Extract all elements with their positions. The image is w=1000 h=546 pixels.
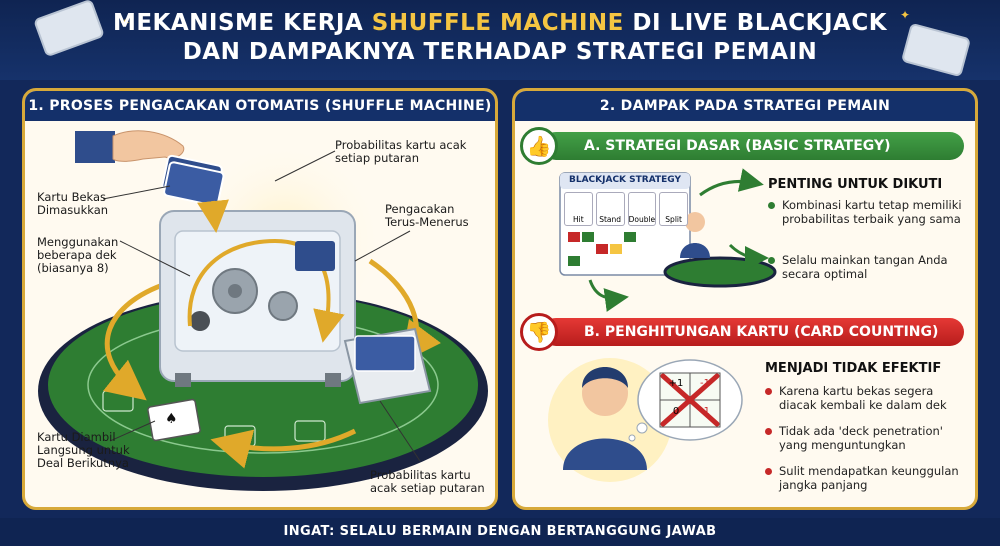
roller	[190, 311, 210, 331]
count-value: 0	[672, 406, 680, 417]
strategy-chart-buttons: Hit Stand Double Split	[564, 192, 688, 226]
header: ✦ ✦ MEKANISME KERJA SHUFFLE MACHINE DI L…	[0, 0, 1000, 80]
svg-text:♠: ♠	[165, 411, 178, 427]
count-value: +1	[668, 378, 684, 389]
page-title-line1: MEKANISME KERJA SHUFFLE MACHINE DI LIVE …	[0, 8, 1000, 38]
important-subtitle: PENTING UNTUK DIKUTI	[768, 177, 943, 192]
basic-bullet: Selalu mainkan tangan Anda secara optima…	[768, 253, 968, 281]
card-stack-inside	[295, 241, 335, 271]
label-prob-top: Probabilitas kartu acak setiap putaran	[335, 138, 467, 165]
machine-foot	[325, 373, 341, 387]
count-value: -1	[700, 378, 710, 389]
label-kartu-diambil: Kartu Diambil Langsung untuk Deal Beriku…	[37, 430, 130, 470]
internal-arrow	[187, 238, 345, 343]
chart-button-double: Double	[627, 192, 657, 226]
insert-arrow	[197, 199, 229, 233]
strategy-chart-title: BLACKJACK STRATEGY	[569, 175, 681, 185]
thumbs-down-icon: 👎	[520, 313, 558, 351]
label-kartu-bekas: Kartu Bekas Dimasukkan	[37, 190, 109, 217]
left-panel-heading: 1. PROSES PENGACAKAN OTOMATIS (SHUFFLE M…	[25, 91, 495, 121]
chart-button-split: Split	[659, 192, 688, 226]
counting-bullet: Karena kartu bekas segera diacak kembali…	[765, 384, 970, 412]
machine-foot	[175, 373, 191, 387]
star-icon: ✦	[120, 16, 131, 30]
card-counting-banner: B. PENGHITUNGAN KARTU (CARD COUNTING)	[542, 318, 964, 346]
basic-strategy-banner: A. STRATEGI DASAR (BASIC STRATEGY)	[542, 132, 964, 160]
shuffle-process-panel: 1. PROSES PENGACAKAN OTOMATIS (SHUFFLE M…	[22, 88, 498, 510]
label-terus-menerus: Pengacakan Terus-Menerus	[385, 202, 469, 229]
star-icon: ✦	[900, 8, 911, 22]
chart-button-hit: Hit	[564, 192, 593, 226]
counting-bullet: Tidak ada 'deck penetration' yang mengun…	[765, 424, 970, 452]
title-part2: DI LIVE BLACKJACK	[623, 10, 888, 36]
loop-arrow	[210, 428, 357, 469]
basic-bullet: Kombinasi kartu tetap memiliki probabili…	[768, 198, 968, 226]
chart-button-stand: Stand	[595, 192, 625, 226]
title-highlight: SHUFFLE MACHINE	[371, 10, 624, 36]
gear-icon	[268, 291, 298, 321]
gear-hub	[228, 284, 242, 298]
footer-reminder: INGAT: SELALU BERMAIN DENGAN BERTANGGUNG…	[0, 518, 1000, 546]
count-value: -1	[700, 406, 710, 417]
right-panel-heading: 2. DAMPAK PADA STRATEGI PEMAIN	[515, 91, 975, 121]
label-beberapa-dek: Menggunakan beberapa dek (biasanya 8)	[37, 235, 119, 275]
card-deck-icon	[161, 154, 225, 207]
shoe-cards	[354, 335, 416, 372]
dealt-cards-icon: ♠	[147, 398, 201, 442]
thumbs-up-icon: 👍	[520, 127, 558, 165]
counting-bullet: Sulit mendapatkan keunggulan jangka panj…	[765, 464, 970, 492]
shuffle-machine-illustration: ♠	[38, 130, 488, 491]
leader-lines	[102, 150, 421, 462]
title-part1: MEKANISME KERJA	[112, 10, 372, 36]
label-prob-bottom: Probabilitas kartu acak setiap putaran	[370, 468, 485, 495]
loop-arrow	[102, 278, 176, 401]
ineffective-subtitle: MENJADI TIDAK EFEKTIF	[765, 361, 942, 376]
page-title-line2: DAN DAMPAKNYA TERHADAP STRATEGI PEMAIN	[182, 39, 818, 65]
sleeve	[75, 131, 115, 163]
